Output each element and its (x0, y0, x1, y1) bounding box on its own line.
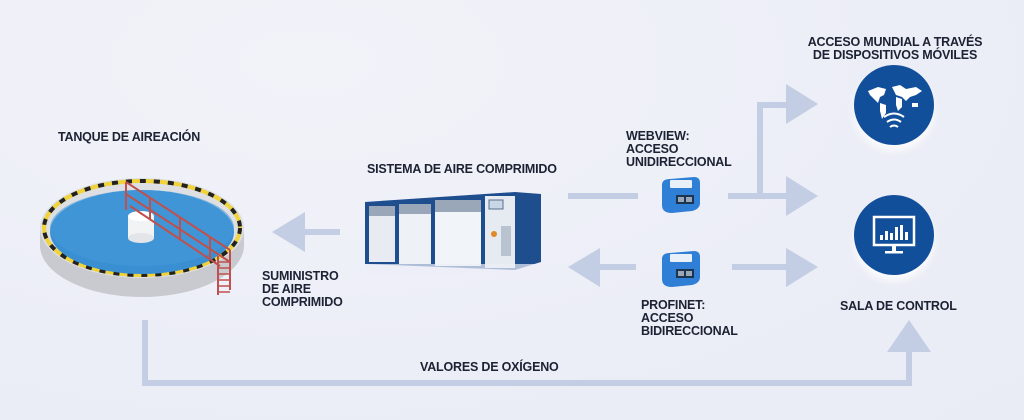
branch-vertical-line (757, 102, 763, 197)
aeration-tank-icon (40, 178, 244, 297)
oxygen-arrow-head (887, 320, 931, 352)
compressed-air-system-label: SISTEMA DE AIRE COMPRIMIDO (367, 162, 557, 176)
monitor-chart-icon (872, 215, 916, 254)
profinet-label-line: PROFINET: (641, 298, 706, 312)
webview-label-line: WEBVIEW: (626, 129, 690, 143)
supply-arrow-head (272, 212, 305, 252)
world-map-wifi-icon (868, 85, 922, 128)
webview-device-icon (662, 177, 700, 213)
compressor-unit-icon (365, 192, 541, 274)
oxygen-values-label: VALORES DE OXÍGENO (420, 360, 559, 374)
profinet-label-line: BIDIRECCIONAL (641, 324, 738, 338)
mobile-arrow-head (786, 84, 818, 124)
branch-top-line (757, 102, 787, 108)
profinet-left-head (568, 248, 600, 287)
profinet-device-icon (662, 251, 700, 287)
supply-label-line: DE AIRE (262, 282, 311, 296)
webview-label-line: UNIDIRECCIONAL (626, 155, 732, 169)
webview-label-line: ACCESO (626, 142, 679, 156)
aeration-tank-label: TANQUE DE AIREACIÓN (58, 130, 201, 144)
control-room-circle (854, 195, 934, 275)
control-room-label: SALA DE CONTROL (840, 299, 957, 313)
mobile-access-circle (854, 65, 934, 145)
oxygen-line-right (906, 348, 912, 386)
supply-arrow-shaft (305, 229, 340, 235)
oxygen-line-left (142, 320, 148, 386)
profinet-left-shaft (600, 264, 636, 270)
profinet-right-head (786, 248, 818, 287)
global-access-label-line: ACCESO MUNDIAL A TRAVÉS (807, 35, 983, 49)
global-access-label-line: DE DISPOSITIVOS MÓVILES (812, 48, 978, 62)
webview-label: WEBVIEW: ACCESO UNIDIRECCIONAL (626, 130, 732, 169)
profinet-label-line: ACCESO (641, 311, 694, 325)
supply-label: SUMINISTRO DE AIRE COMPRIMIDO (262, 270, 343, 309)
global-access-label: ACCESO MUNDIAL A TRAVÉS DE DISPOSITIVOS … (790, 36, 1000, 62)
control-arrow-head-webview (786, 176, 818, 216)
supply-label-line: SUMINISTRO (262, 269, 339, 283)
oxygen-line-bottom (142, 380, 912, 386)
profinet-right-shaft (732, 264, 788, 270)
supply-label-line: COMPRIMIDO (262, 295, 343, 309)
webview-input-line (568, 193, 638, 199)
profinet-label: PROFINET: ACCESO BIDIRECCIONAL (641, 299, 738, 338)
